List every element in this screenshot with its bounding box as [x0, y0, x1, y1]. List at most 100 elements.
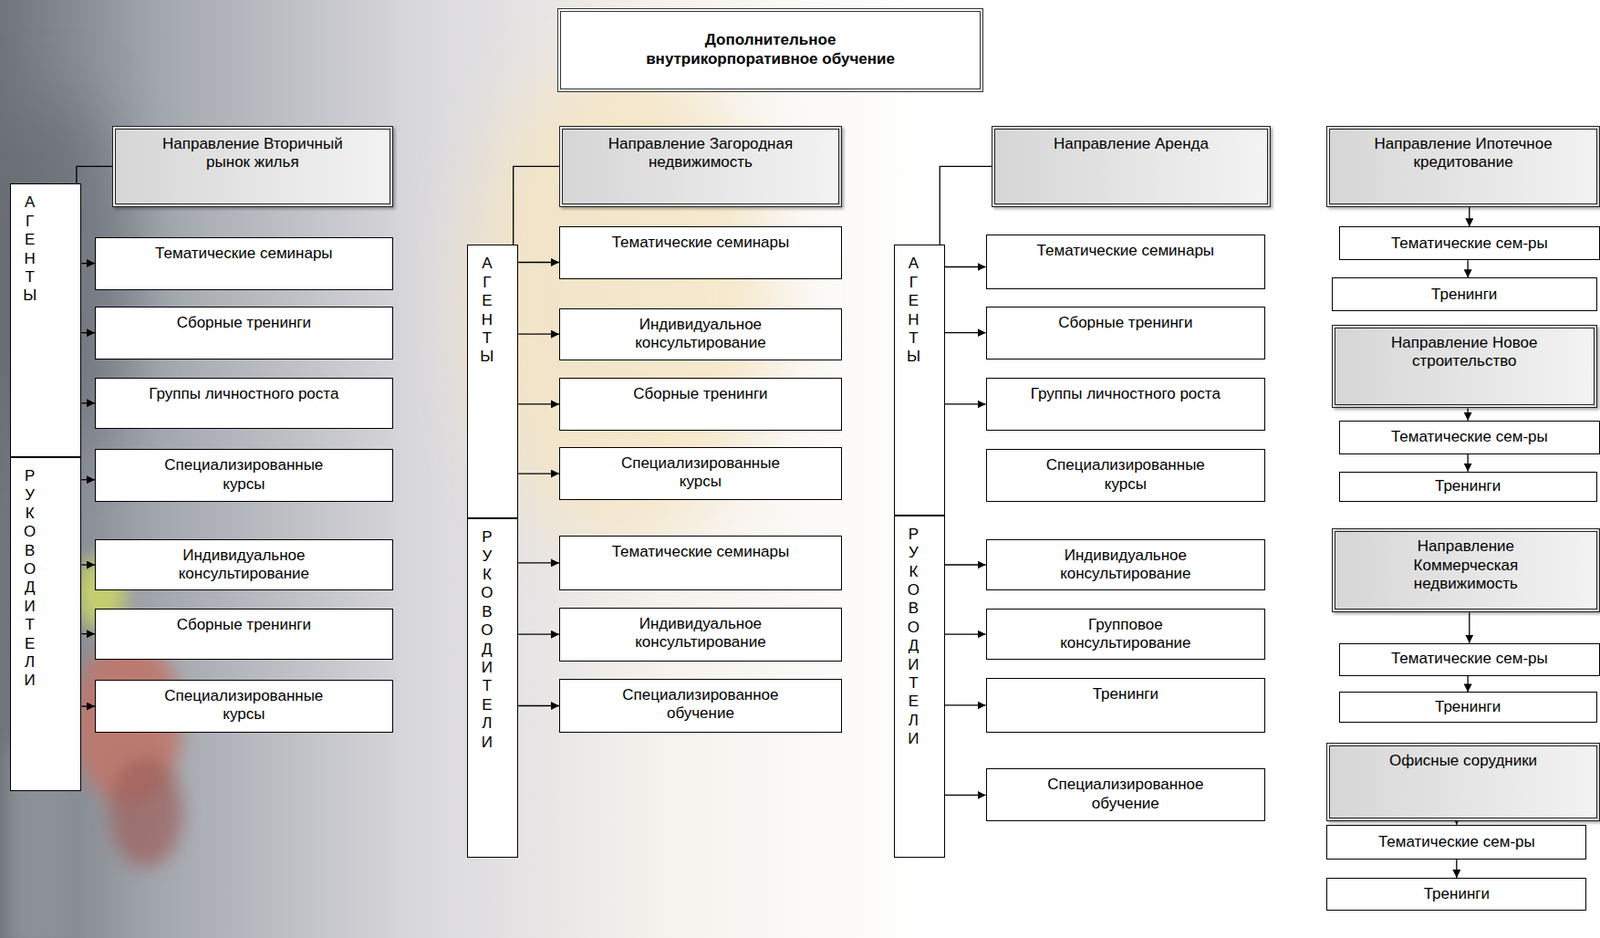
node-text: Тематические семинары	[567, 542, 834, 562]
connector	[518, 261, 560, 263]
node-text: Тематические сем-ры	[1378, 832, 1536, 852]
role-box: РУКОВОДИТЕЛИ	[893, 515, 946, 858]
node-text: Дополнительное внутрикорпоративное обуче…	[629, 31, 913, 69]
node-text: Групповое консультирование	[1043, 615, 1208, 654]
training-box: Сборные тренинги	[94, 306, 394, 360]
connector	[518, 472, 560, 474]
node-text: Тематические сем-ры	[1391, 234, 1549, 253]
connector	[1466, 675, 1468, 693]
connector	[1466, 407, 1468, 420]
node-text: РУКОВОДИТЕЛИ	[21, 467, 38, 691]
role-box: АГЕНТЫ	[467, 244, 519, 519]
training-box: Тематические семинары	[94, 237, 394, 291]
training-box: Специализированное обучение	[986, 768, 1267, 821]
node-text: Направление Коммерческая недвижимость	[1406, 537, 1526, 593]
node-text: Специализированное обучение	[609, 685, 792, 724]
node-text: Тематические семинары	[103, 244, 385, 263]
connector	[1466, 259, 1468, 278]
training-box: Сборные тренинги	[94, 608, 394, 660]
connector	[1455, 859, 1457, 878]
connector	[1468, 612, 1470, 644]
node-text: АГЕНТЫ	[21, 193, 38, 305]
connector	[518, 333, 560, 335]
connector	[945, 704, 987, 706]
node-text: Тематические семинары	[994, 241, 1258, 260]
direction-header: Направление Вторичный рынок жилья	[112, 125, 394, 208]
connector	[81, 705, 95, 707]
training-box: Тематические сем-ры	[1326, 824, 1587, 860]
node-text: Специализированные курсы	[161, 456, 326, 494]
node-text: Специализированные курсы	[1043, 456, 1208, 494]
node-text: Тренинги	[1431, 285, 1497, 304]
connector	[81, 262, 95, 264]
direction-header: Направление Загородная недвижимость	[559, 125, 842, 208]
node-text: Тренинги	[1434, 477, 1501, 496]
node-text: АГЕНТЫ	[478, 254, 495, 366]
training-box: Специализированные курсы	[94, 448, 394, 502]
connector	[1466, 454, 1468, 472]
training-box: Тренинги	[1326, 877, 1587, 911]
connector	[1468, 207, 1470, 227]
connector	[81, 563, 95, 565]
node-text: Индивидуальное консультирование	[609, 614, 792, 653]
node-text: Направление Загородная недвижимость	[591, 135, 811, 173]
training-box: Тренинги	[1331, 277, 1598, 312]
training-box: Тренинги	[1339, 691, 1598, 723]
node-text: Группы личностного роста	[103, 384, 385, 404]
connector	[518, 633, 560, 635]
node-text: РУКОВОДИТЕЛИ	[905, 525, 922, 749]
role-box: АГЕНТЫ	[10, 183, 82, 458]
connector	[81, 633, 95, 634]
training-box: Групповое консультирование	[986, 608, 1267, 661]
connector	[945, 794, 987, 796]
training-box: Тематические семинары	[559, 535, 842, 590]
training-box: Тематические сем-ры	[1339, 643, 1600, 676]
training-box: Сборные тренинги	[559, 377, 842, 431]
connector	[945, 403, 987, 405]
training-box: Тематические семинары	[559, 226, 842, 280]
connector	[81, 402, 95, 404]
connector	[513, 166, 560, 245]
node-text: Индивидуальное консультирование	[152, 546, 335, 584]
title-box: Дополнительное внутрикорпоративное обуче…	[557, 8, 985, 93]
node-text: АГЕНТЫ	[905, 254, 922, 366]
node-text: Сборные тренинги	[567, 384, 834, 404]
training-box: Специализированные курсы	[986, 448, 1267, 502]
node-text: Индивидуальное консультирование	[1034, 546, 1217, 584]
training-box: Индивидуальное консультирование	[94, 539, 394, 592]
node-text: Сборные тренинги	[103, 615, 385, 634]
direction-header: Направление Ипотечное кредитование	[1326, 125, 1600, 208]
connector	[945, 332, 987, 333]
training-box: Тематические семинары	[986, 234, 1267, 289]
node-text: Специализированное обучение	[1034, 775, 1217, 813]
connector	[76, 166, 113, 184]
node-text: Сборные тренинги	[103, 313, 385, 333]
node-text: РУКОВОДИТЕЛИ	[478, 528, 495, 752]
training-box: Индивидуальное консультирование	[559, 308, 842, 361]
role-box: РУКОВОДИТЕЛИ	[467, 518, 519, 857]
connector	[518, 403, 560, 405]
node-text: Специализированные курсы	[161, 686, 326, 725]
training-box: Группы личностного роста	[94, 377, 394, 429]
training-box: Специализированные курсы	[559, 446, 842, 500]
node-text: Тематические сем-ры	[1391, 427, 1549, 447]
node-text: Сборные тренинги	[994, 313, 1258, 333]
node-text: Офисные сорудники	[1337, 751, 1590, 770]
training-box: Индивидуальное консультирование	[559, 607, 842, 662]
direction-header: Направление Коммерческая недвижимость	[1331, 528, 1600, 613]
training-box: Тематические сем-ры	[1339, 226, 1600, 260]
node-text: Направление Аренда	[1021, 135, 1241, 154]
node-text: Тренинги	[1423, 884, 1490, 904]
connector	[939, 166, 992, 245]
connector	[518, 705, 560, 707]
connector	[945, 563, 987, 565]
connector	[945, 266, 987, 268]
training-box: Специализированные курсы	[94, 679, 394, 733]
node-text: Тренинги	[994, 685, 1258, 704]
connector	[945, 633, 987, 634]
node-text: Тематические семинары	[567, 233, 834, 252]
direction-header: Офисные сорудники	[1326, 742, 1600, 821]
training-box: Специализированное обучение	[559, 678, 842, 733]
connector	[518, 561, 560, 563]
training-box: Тренинги	[986, 677, 1267, 733]
